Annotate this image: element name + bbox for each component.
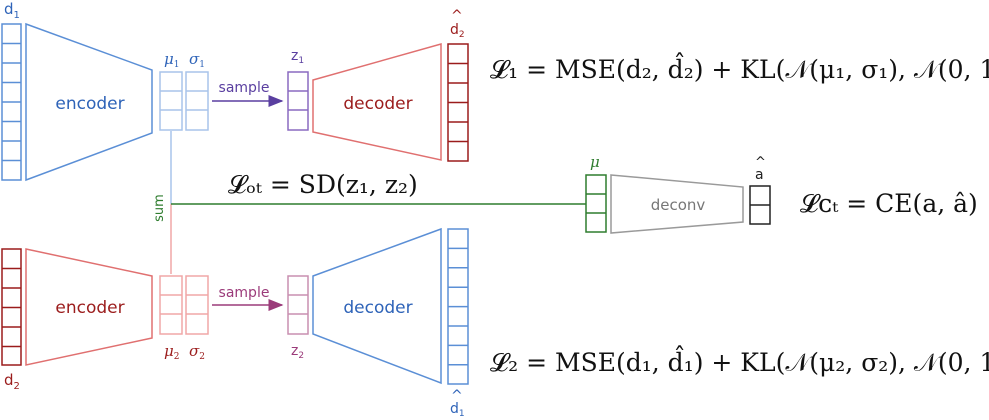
top-z-label: z1 [291, 48, 304, 66]
a-hat-label: a [755, 167, 764, 183]
bottom-output-stack [447, 228, 469, 385]
a-hat-mark: ^ [755, 155, 766, 170]
bottom-decoder-shape [312, 227, 442, 385]
deconv-label: deconv [651, 196, 706, 214]
top-sigma-label: σ1 [189, 50, 205, 70]
bottom-z-stack [287, 275, 309, 335]
bottom-sample-label: sample [219, 285, 270, 301]
mid-mu-stack [585, 174, 607, 233]
bottom-sigma-label: σ2 [189, 342, 205, 362]
bottom-input-stack [1, 248, 22, 366]
top-sigma-stack [185, 71, 209, 131]
top-input-label: d1 [4, 0, 20, 21]
top-output-label: d2 [450, 22, 465, 40]
top-mu-label: μ1 [164, 50, 179, 70]
a-hat-stack [749, 185, 771, 225]
top-encoder-label: encoder [55, 94, 124, 114]
top-output-stack [447, 43, 469, 162]
bottom-mu-stack [159, 275, 183, 335]
bottom-encoder-label: encoder [55, 298, 124, 318]
top-sample-label: sample [219, 80, 270, 96]
bottom-mu-label: μ2 [164, 342, 179, 362]
bottom-encoder-shape [25, 248, 153, 366]
equation-l2: 𝓛₂ = MSE(d₁, d̂₁) + KL(𝒩(μ₂, σ₂), 𝒩(0, 1… [490, 346, 989, 377]
top-encoder-shape [25, 22, 153, 182]
mid-mu-label: μ [590, 153, 600, 171]
bottom-output-label: d1 [450, 401, 465, 419]
bottom-output-hat: ^ [451, 388, 463, 404]
top-output-hat: ^ [451, 8, 463, 24]
equation-lct: 𝓛ᴄₜ = CE(a, â) [800, 189, 978, 218]
deconv-shape [610, 174, 744, 234]
sum-label: sum [152, 194, 167, 222]
top-mu-stack [159, 71, 183, 131]
top-input-stack [1, 23, 22, 181]
top-z-stack [287, 71, 309, 131]
equation-lot: 𝓛ₒₜ = SD(z₁, z₂) [228, 170, 418, 199]
bottom-decoder-label: decoder [343, 298, 412, 318]
equation-l1: 𝓛₁ = MSE(d₂, d̂₂) + KL(𝒩(μ₁, σ₁), 𝒩(0, 1… [490, 53, 989, 84]
bottom-input-label: d2 [4, 371, 20, 392]
bottom-z-label: z2 [291, 343, 304, 361]
top-decoder-shape [312, 43, 442, 161]
bottom-sigma-stack [185, 275, 209, 335]
top-decoder-label: decoder [343, 94, 412, 114]
